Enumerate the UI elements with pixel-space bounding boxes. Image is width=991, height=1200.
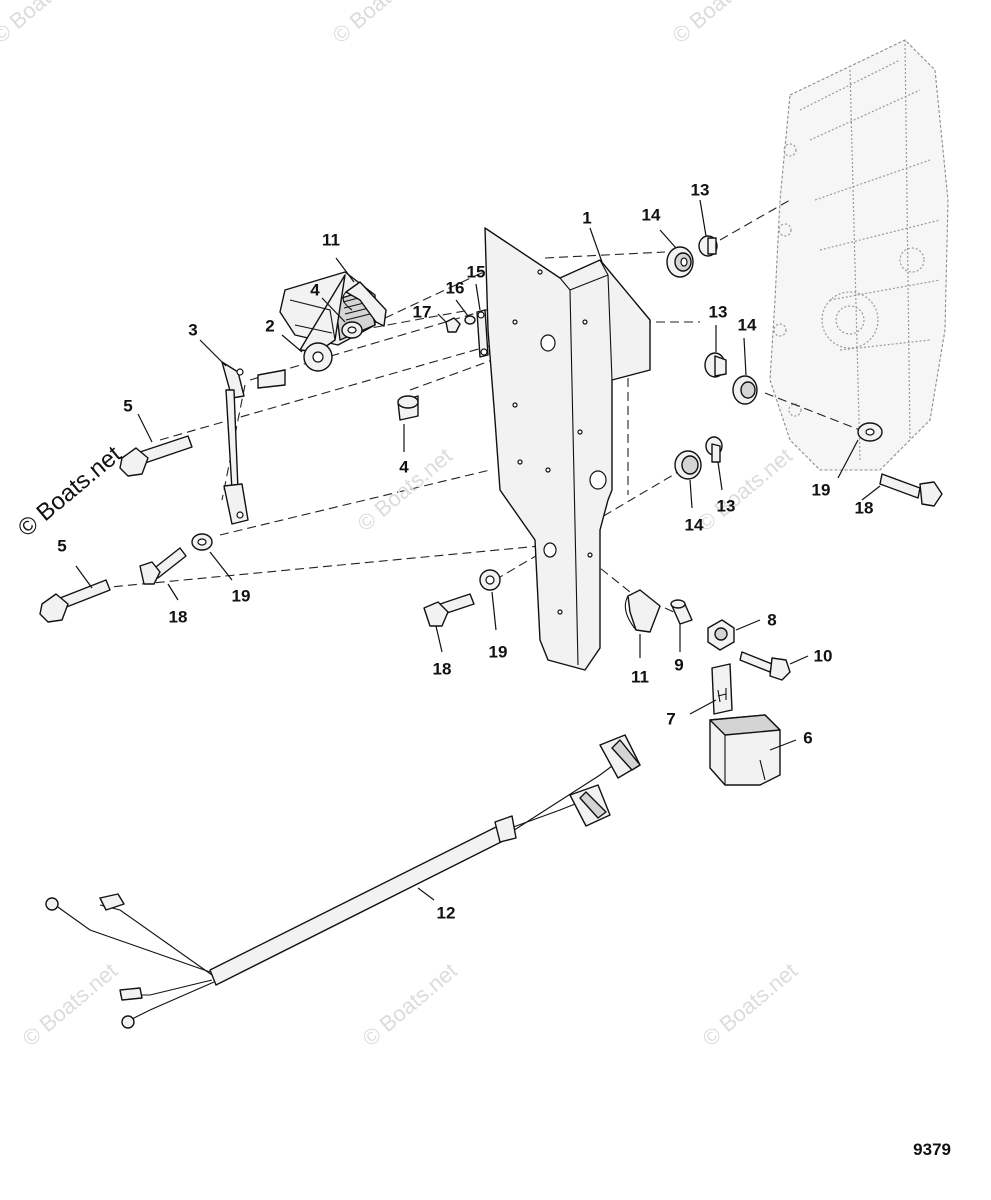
spacer-lower: [397, 395, 419, 421]
callout-9: 9: [674, 655, 684, 675]
callout-10: 10: [813, 646, 833, 666]
callout-16: 16: [445, 278, 465, 298]
bushing-13-lower: [705, 436, 723, 463]
callout-18: 18: [168, 607, 188, 627]
bolt-lower: [39, 579, 111, 623]
washer-19-right: [857, 422, 883, 442]
nut-8: [707, 619, 735, 651]
callout-3: 3: [188, 320, 198, 340]
callout-19: 19: [231, 586, 251, 606]
screw-17: [445, 317, 461, 333]
grommet-14-top: [666, 246, 694, 278]
bolt-18-left: [139, 547, 187, 585]
stud-9: [670, 599, 693, 625]
washer-16: [464, 315, 476, 325]
plate-15: [476, 309, 489, 358]
callout-17: 17: [412, 302, 432, 322]
washer-19-center: [479, 569, 501, 591]
callout-4: 4: [310, 280, 320, 300]
callout-19: 19: [811, 480, 831, 500]
callout-13: 13: [716, 496, 736, 516]
callout-8: 8: [767, 610, 777, 630]
callout-18: 18: [432, 659, 452, 679]
callout-13: 13: [708, 302, 728, 322]
callout-4: 4: [399, 457, 409, 477]
figure-number: 9379: [913, 1140, 951, 1159]
clip-lower: [624, 589, 661, 633]
callout-15: 15: [466, 262, 486, 282]
bolt-18-right: [879, 473, 943, 507]
grommet-14-middle: [732, 375, 758, 405]
callout-2: 2: [265, 316, 275, 336]
bushing-13-middle: [704, 352, 727, 378]
wiring-harness: [45, 734, 641, 1029]
spacer-upper: [341, 321, 363, 339]
callout-14: 14: [641, 205, 661, 225]
leader-lines: [75, 199, 881, 901]
callout-18: 18: [854, 498, 874, 518]
callout-5: 5: [57, 536, 67, 556]
engine-block-ghost: [769, 39, 949, 471]
bushing-13-top: [698, 235, 718, 257]
bolt-upper: [119, 435, 193, 477]
callout-19: 19: [488, 642, 508, 662]
relay-bracket-7: [711, 663, 733, 715]
washer-19-left: [191, 533, 213, 551]
relay-6: [709, 714, 781, 786]
callout-12: 12: [436, 903, 456, 923]
callout-14: 14: [684, 515, 704, 535]
mounting-bracket: [484, 227, 651, 671]
link-rod: [221, 361, 249, 525]
callout-1: 1: [582, 208, 592, 228]
bolt-18-center: [423, 593, 475, 627]
screw-10: [739, 651, 791, 681]
callout-5: 5: [123, 396, 133, 416]
callout-14: 14: [737, 315, 757, 335]
callout-6: 6: [803, 728, 813, 748]
callout-11: 11: [322, 230, 340, 250]
callout-11: 11: [631, 667, 649, 687]
callout-7: 7: [666, 709, 676, 729]
clip-upper: [342, 281, 387, 327]
grommet-14-lower: [674, 450, 702, 480]
callout-13: 13: [690, 180, 710, 200]
